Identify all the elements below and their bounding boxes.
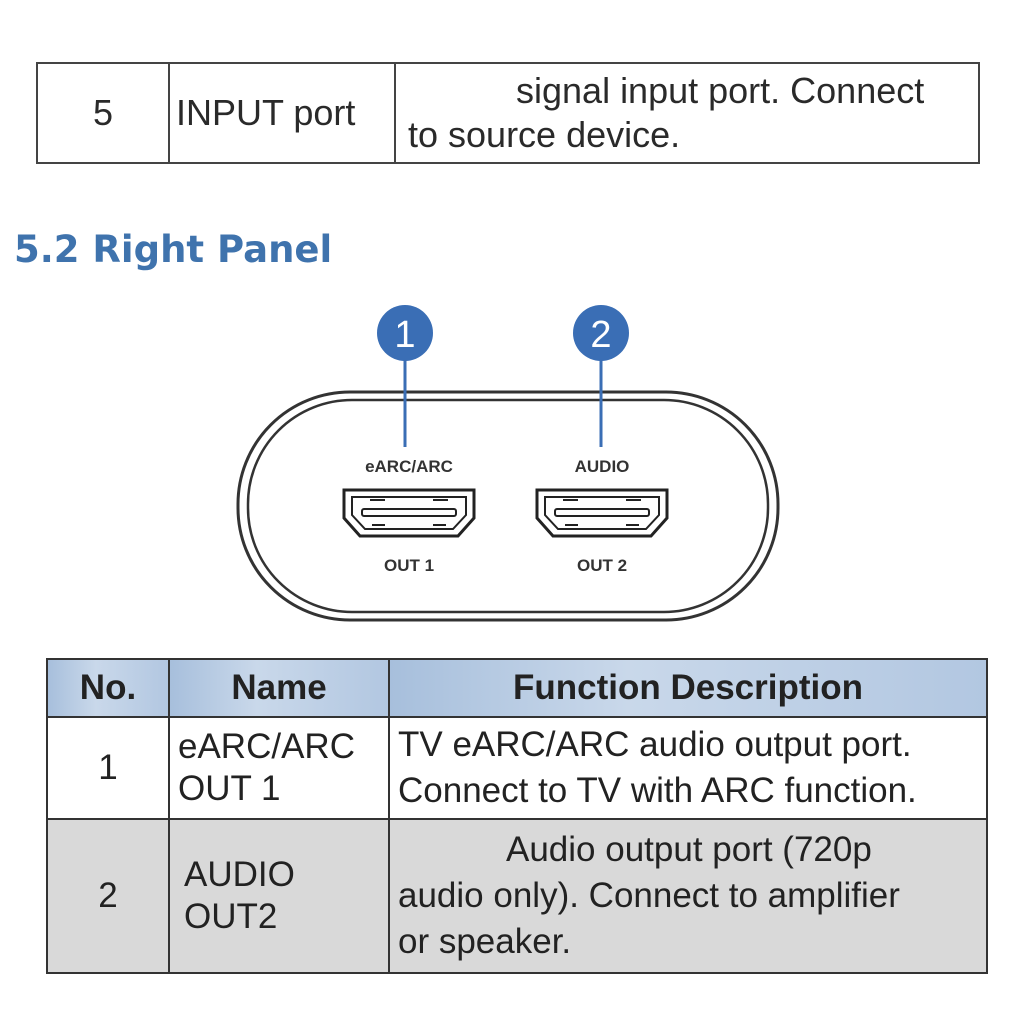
name-line: OUT 1 (178, 769, 281, 808)
callout-2-marker (573, 305, 629, 361)
device-inner-outline (246, 398, 770, 614)
section-title: 5.2 Right Panel (14, 228, 333, 271)
port-description: Audio output port (720p audio only). Con… (388, 818, 988, 974)
hdmi-port-2-icon (535, 488, 669, 538)
callout-1-marker (377, 305, 433, 361)
row-number: 2 (46, 818, 170, 974)
description-line: to source device. (408, 114, 681, 155)
right-panel-diagram: 1 2 eARC/ARC OUT 1 AUDIO OUT 2 (236, 305, 780, 622)
port-2-bottom-label: OUT 2 (577, 556, 627, 575)
column-header-name: Name (168, 658, 390, 718)
callout-2-number: 2 (590, 314, 611, 356)
port-1-bottom-label: OUT 1 (384, 556, 434, 575)
row-number: 1 (46, 716, 170, 820)
input-port-table: 5 INPUT port signal input port. Connect … (36, 62, 980, 164)
callout-1-number: 1 (394, 314, 415, 356)
table-row: 2 AUDIO OUT2 Audio output port (720p aud… (46, 818, 988, 974)
name-line: OUT2 (184, 897, 278, 936)
device-outline (236, 390, 780, 622)
table-row: 1 eARC/ARC OUT 1 TV eARC/ARC audio outpu… (46, 716, 988, 820)
description-line: or speaker. (398, 922, 572, 961)
port-description: signal input port. Connect to source dev… (394, 62, 980, 164)
port-1-top-label: eARC/ARC (365, 457, 453, 476)
description-line: signal input port. Connect (516, 70, 925, 111)
description-line: TV eARC/ARC audio output port. (398, 725, 912, 764)
column-header-function-description: Function Description (388, 658, 988, 718)
port-name: INPUT port (168, 62, 396, 164)
port-name: eARC/ARC OUT 1 (168, 716, 390, 820)
description-line: Audio output port (720p (506, 830, 872, 869)
name-line: AUDIO (184, 855, 295, 894)
table-header-row: No. Name Function Description (46, 658, 988, 718)
description-line: audio only). Connect to amplifier (398, 876, 900, 915)
port-name: AUDIO OUT2 (168, 818, 390, 974)
hdmi-port-1-icon (342, 488, 476, 538)
function-description-table: No. Name Function Description 1 eARC/ARC… (46, 658, 988, 974)
port-description: TV eARC/ARC audio output port. Connect t… (388, 716, 988, 820)
column-header-no: No. (46, 658, 170, 718)
port-2-top-label: AUDIO (575, 457, 630, 476)
row-number: 5 (36, 62, 170, 164)
table-row: 5 INPUT port signal input port. Connect … (36, 62, 980, 164)
name-line: eARC/ARC (178, 727, 355, 766)
description-line: Connect to TV with ARC function. (398, 771, 917, 810)
